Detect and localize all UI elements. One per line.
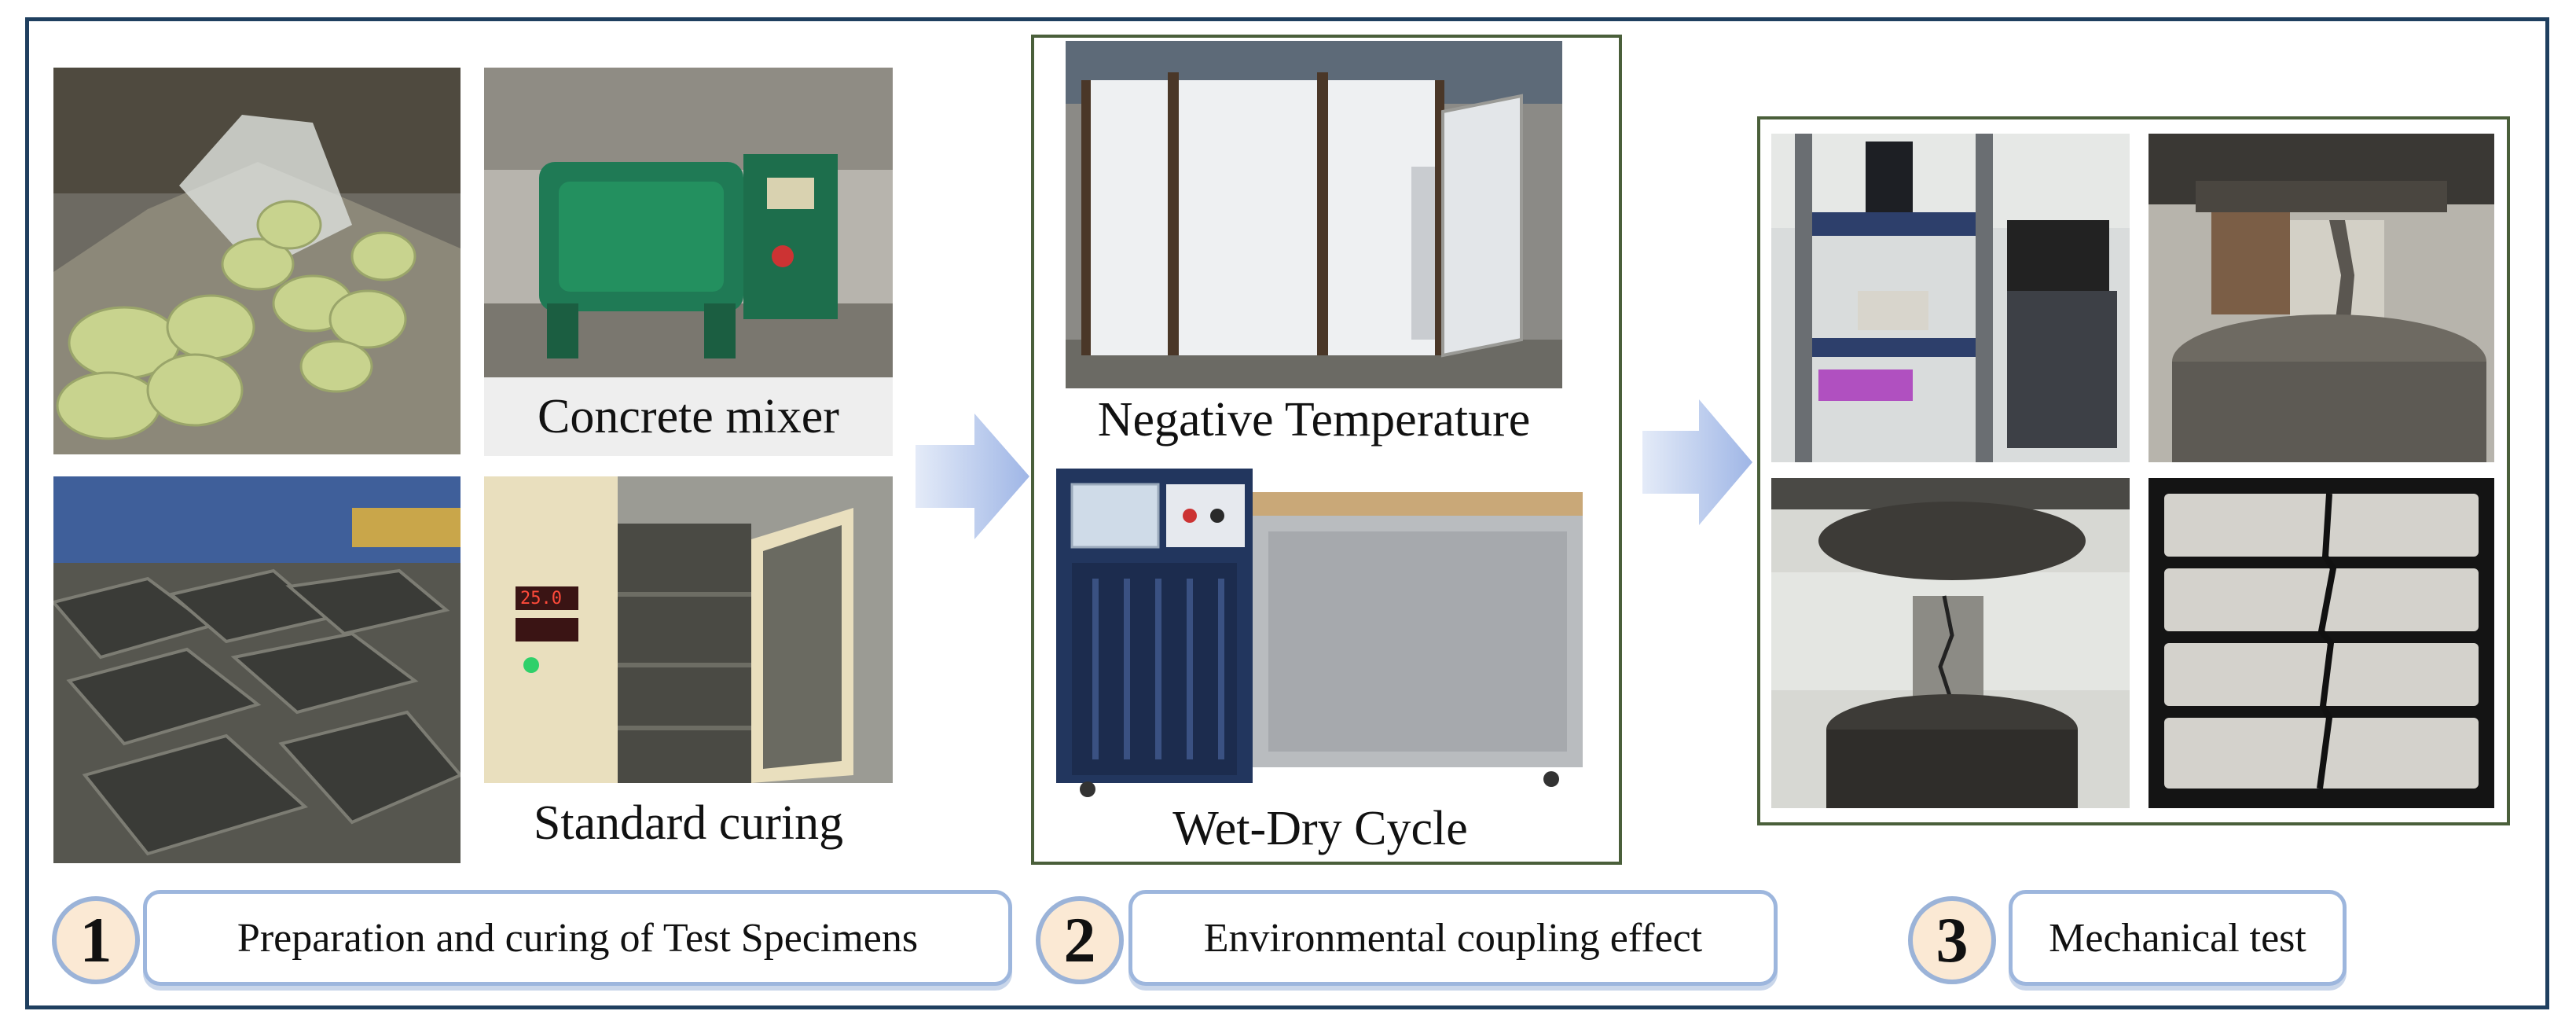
caption-wet-dry-cycle: Wet-Dry Cycle	[1100, 799, 1540, 858]
svg-text:25.0: 25.0	[520, 589, 562, 608]
caption-concrete-mixer: Concrete mixer	[484, 377, 893, 456]
photo-cold-room	[1066, 41, 1562, 388]
environment-group-box	[1031, 35, 1622, 865]
step-1-number: 1	[52, 896, 140, 984]
photo-testing-machine	[1771, 134, 2130, 462]
caption-standard-curing: Standard curing	[484, 783, 893, 863]
photo-wet-dry-chamber	[1040, 461, 1606, 799]
photo-splitting-test	[1771, 478, 2130, 808]
step-3-number: 3	[1908, 896, 1996, 984]
photo-sandbags	[53, 68, 461, 454]
step-1-label: Preparation and curing of Test Specimens	[143, 890, 1012, 986]
photo-molds	[53, 476, 461, 863]
photo-curing-box: 25.0	[484, 476, 893, 783]
arrow-right-icon	[916, 414, 1029, 539]
caption-negative-temperature: Negative Temperature	[1066, 388, 1562, 451]
arrow-right-icon	[1642, 399, 1752, 525]
photo-concrete-mixer	[484, 68, 893, 377]
photo-fractured-specimens	[2149, 478, 2494, 808]
step-2-label: Environmental coupling effect	[1128, 890, 1778, 986]
photo-compression-specimen	[2149, 134, 2494, 462]
mechanical-group-box	[1757, 116, 2510, 825]
step-2-number: 2	[1036, 896, 1124, 984]
step-3-label: Mechanical test	[2009, 890, 2347, 986]
